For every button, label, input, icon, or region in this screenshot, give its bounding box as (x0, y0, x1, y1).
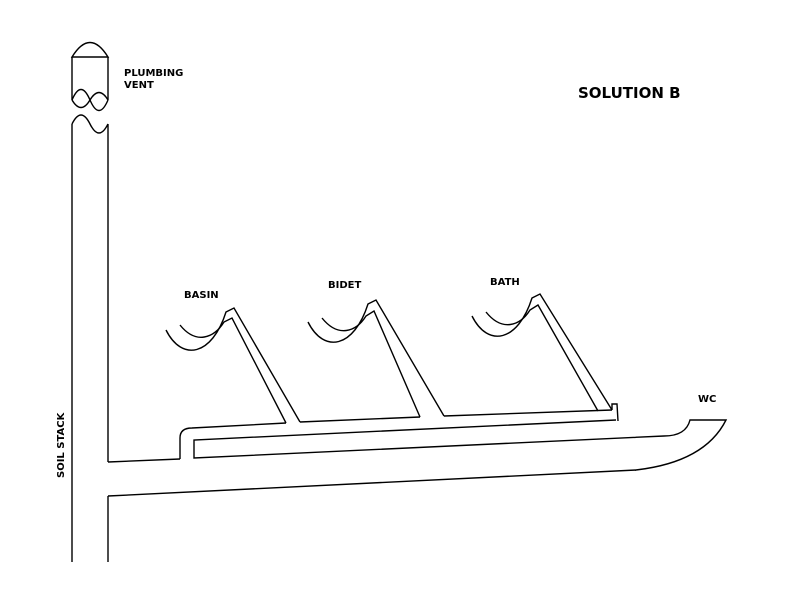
wc-connection (193, 419, 728, 471)
soil-stack-label: SOIL STACK (56, 411, 67, 478)
main-drain (107, 458, 637, 497)
bath-trap (471, 293, 613, 412)
wc-label: WC (698, 394, 716, 405)
bath-label: BATH (490, 277, 520, 288)
branch-drain (179, 403, 619, 459)
diagram-title: SOLUTION B (578, 84, 681, 102)
basin-trap (165, 307, 301, 424)
vent-label-line2: VENT (124, 80, 154, 91)
bidet-label: BIDET (328, 280, 361, 291)
bidet-trap (307, 299, 445, 418)
plumbing-vent (70, 41, 110, 112)
vent-label-line1: PLUMBING (124, 68, 183, 79)
soil-stack (71, 114, 109, 562)
basin-label: BASIN (184, 290, 219, 301)
